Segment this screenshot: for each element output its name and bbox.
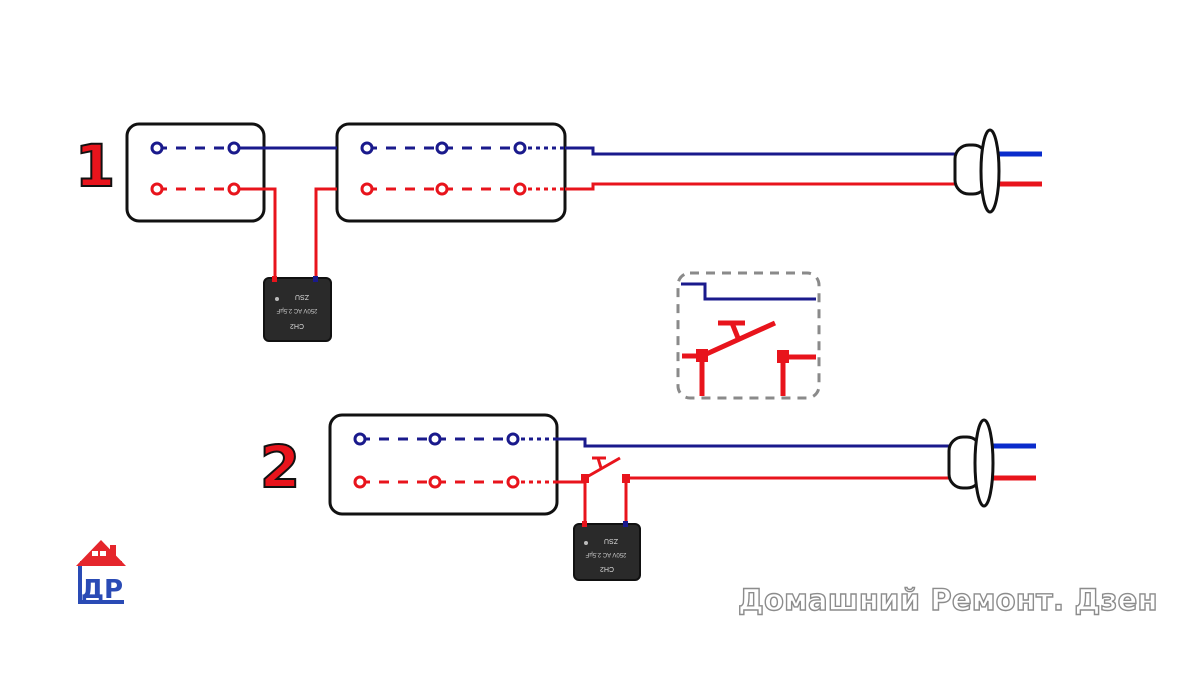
switch-block-small <box>125 122 266 223</box>
plug-1 <box>953 128 1001 214</box>
scheme-2-label: 2 <box>260 433 300 501</box>
switch-detail-box <box>676 271 821 400</box>
detail-contact <box>682 320 816 396</box>
neutral-wire-1 <box>239 146 960 156</box>
capacitor-2: ZSU 250V AC 2.5µF CH2 <box>573 521 641 581</box>
capacitor-2-rating: 250V AC 2.5µF <box>585 551 626 557</box>
terminals-2 <box>353 432 520 489</box>
scheme-1: 1 <box>74 122 1042 342</box>
watermark-caption: Домашний Ремонт. Дзен <box>737 582 1158 617</box>
capacitor-1-brand: ZSU <box>295 293 309 300</box>
inline-switch-2 <box>581 456 630 528</box>
phase-wire-2 <box>557 476 955 525</box>
capacitor-1-size: CH2 <box>290 322 304 329</box>
detail-neutral-line <box>681 282 816 301</box>
brand-logo: ДР <box>76 540 126 605</box>
phase-wire-1 <box>239 182 960 278</box>
capacitor-1: ZSU 250V AC 2.5µF CH2 <box>263 276 332 342</box>
switch-block-2 <box>328 413 559 516</box>
capacitor-1-rating: 250V AC 2.5µF <box>276 307 317 313</box>
capacitor-2-size: CH2 <box>600 565 614 572</box>
scheme-1-label: 1 <box>75 132 115 200</box>
neutral-wire-2 <box>557 437 955 448</box>
capacitor-2-brand: ZSU <box>604 537 618 544</box>
plug-2 <box>947 418 995 508</box>
switch-block-large <box>335 122 567 223</box>
brand-logo-text: ДР <box>81 575 123 605</box>
scheme-2: 2 <box>259 413 1036 581</box>
